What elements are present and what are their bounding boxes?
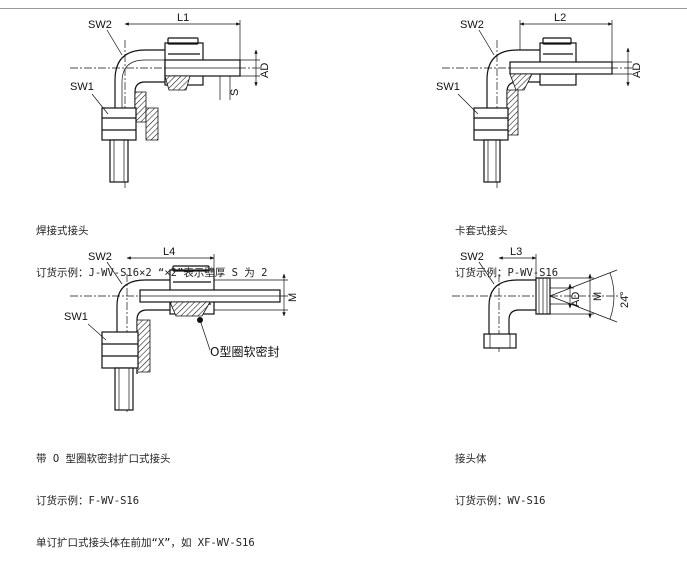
caption-title: 带 O 型圈软密封扩口式接头	[36, 453, 171, 465]
caption-note: 单订扩口式接头体在前加“X”，如 XF-WV-S16	[36, 537, 255, 549]
caption-order: 订货示例：J-WV-S16×2 “×2”表示壁厚 S 为 2	[36, 267, 268, 279]
l4-label: L4	[163, 246, 175, 258]
caption-order: 订货示例：F-WV-S16	[36, 495, 140, 507]
figure-welded: SW2 SW1 L1 AD S	[70, 12, 271, 188]
caption-ferrule: 卡套式接头 订货示例：P-WV-S16	[455, 196, 558, 294]
figure-body: SW2 L3 AD M 24°	[452, 246, 631, 352]
sw1-label: SW1	[436, 81, 460, 93]
m-label: M	[592, 292, 604, 301]
l2-label: L2	[554, 12, 566, 24]
figure-ferrule: SW2 SW1 L2 AD	[436, 12, 643, 188]
l1-label: L1	[177, 12, 189, 24]
sw1-label: SW1	[64, 311, 88, 323]
caption-title: 焊接式接头	[36, 225, 89, 237]
l3-label: L3	[510, 246, 522, 258]
ad-label: AD	[259, 63, 271, 78]
caption-welded: 焊接式接头 订货示例：J-WV-S16×2 “×2”表示壁厚 S 为 2	[36, 196, 267, 294]
caption-title: 接头体	[455, 453, 487, 465]
caption-body: 接头体 订货示例：WV-S16	[455, 424, 545, 522]
figure-oring-flare: SW2 SW1 L4 M O型圈软密封	[64, 246, 299, 412]
ad-label: AD	[570, 292, 582, 307]
top-rule	[0, 8, 687, 9]
caption-oring-flare: 带 O 型圈软密封扩口式接头 订货示例：F-WV-S16 单订扩口式接头体在前加…	[36, 424, 255, 564]
sw2-label: SW2	[460, 19, 484, 31]
angle-label: 24°	[619, 291, 631, 308]
ad-label: AD	[631, 63, 643, 78]
caption-order: 订货示例：WV-S16	[455, 495, 546, 507]
sw2-label: SW2	[88, 19, 112, 31]
sw2-label: SW2	[460, 251, 484, 263]
oring-callout: O型圈软密封	[210, 344, 279, 359]
caption-title: 卡套式接头	[455, 225, 508, 237]
sw1-label: SW1	[70, 81, 94, 93]
sw2-label: SW2	[88, 251, 112, 263]
caption-order: 订货示例：P-WV-S16	[455, 267, 559, 279]
s-label: S	[229, 89, 241, 96]
m-label: M	[287, 293, 299, 302]
